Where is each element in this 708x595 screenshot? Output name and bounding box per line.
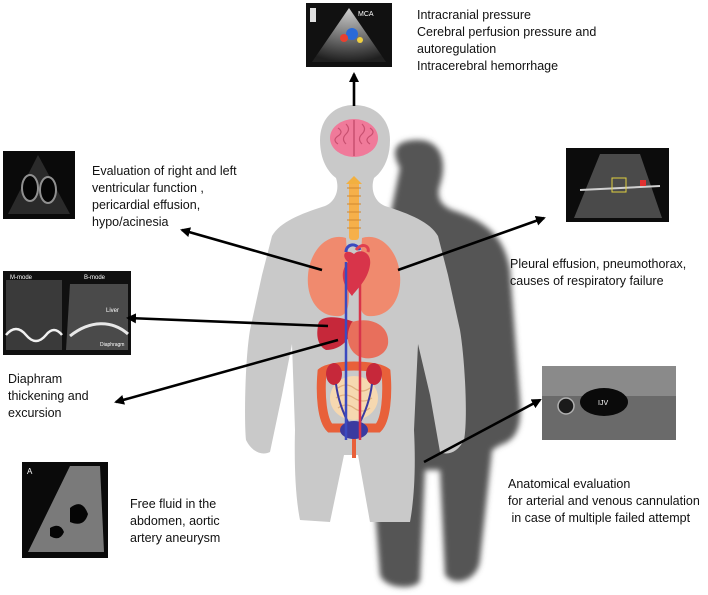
ultrasound-brain-image: MCA: [306, 3, 392, 67]
ultrasound-lung-image: [566, 148, 669, 222]
ultrasound-liver-tag: Liver: [106, 308, 119, 314]
ultrasound-vessel-image: IJV: [542, 366, 676, 440]
ultrasound-abdomen-tag: A: [27, 467, 33, 476]
arrow-to-vessels: [423, 398, 542, 464]
ultrasound-mmode-tag: M-mode: [10, 275, 33, 281]
ultrasound-diaphragm-tag: Diaphragm: [100, 342, 124, 348]
lungs-illustration: [307, 236, 401, 317]
arrow-to-diaphragm-text: [114, 338, 339, 405]
diaphragm-label: Diaphram thickening and excursion: [8, 372, 89, 420]
lung-label: Pleural effusion, pneumothorax, causes o…: [510, 257, 687, 288]
urinary-illustration: [326, 262, 382, 440]
arrow-to-heart: [180, 227, 323, 272]
vessels-label: Anatomical evaluation for arterial and v…: [508, 477, 700, 525]
ultrasound-heart-image: [3, 151, 75, 219]
ultrasound-diaphragm-image: M-mode B-mode Liver Diaphragm: [3, 271, 131, 355]
arrows: [114, 72, 546, 464]
ultrasound-ijv-tag: IJV: [598, 400, 608, 407]
abdomen-label: Free fluid in the abdomen, aortic artery…: [130, 497, 221, 545]
heart-label: Evaluation of right and left ventricular…: [92, 164, 237, 229]
trachea-illustration: [346, 176, 362, 240]
ultrasound-brain-tag: MCA: [358, 11, 374, 18]
ultrasound-abdomen-image: A: [22, 462, 108, 558]
ultrasound-bmode-tag: B-mode: [84, 275, 106, 281]
body-silhouette: [245, 105, 466, 522]
brain-label: Intracranial pressure Cerebral perfusion…: [417, 8, 597, 73]
brain-illustration: [330, 119, 378, 157]
heart-illustration: [342, 243, 371, 296]
arrow-to-lung: [397, 215, 546, 272]
stomach-illustration: [347, 320, 389, 359]
arrow-to-diaphragm-image: [126, 313, 329, 328]
